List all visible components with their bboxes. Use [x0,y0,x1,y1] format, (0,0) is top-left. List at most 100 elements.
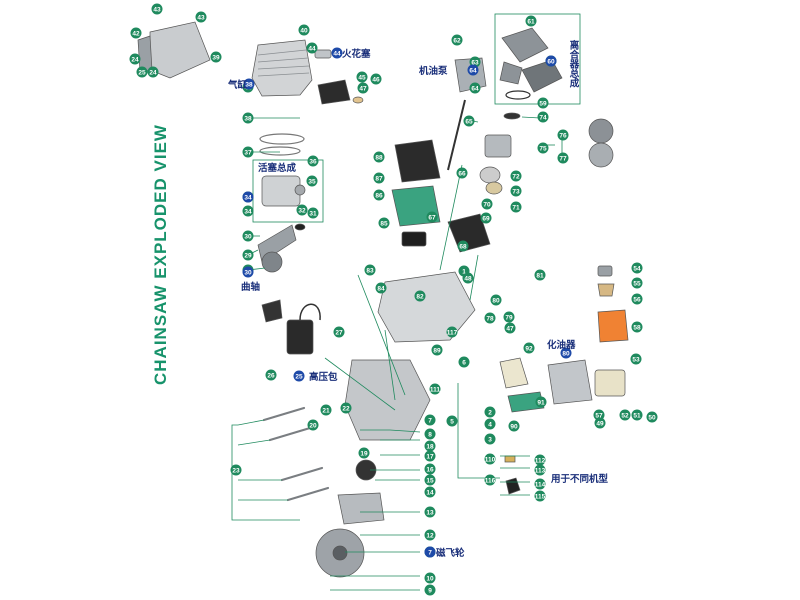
svg-text:5: 5 [450,418,454,425]
filter-base [594,369,626,397]
svg-text:24: 24 [149,69,157,76]
svg-text:115: 115 [535,493,546,500]
svg-text:85: 85 [380,220,388,227]
callout-52: 52 [619,409,631,421]
svg-text:74: 74 [539,114,547,121]
kill-switch [261,299,283,323]
svg-text:75: 75 [539,145,547,152]
callout-18: 18 [424,440,436,452]
piston-frame [252,159,324,223]
callout-16: 16 [424,463,436,475]
svg-text:30: 30 [244,233,252,240]
intake-manifold [499,357,529,389]
callout-39: 39 [210,51,222,63]
svg-text:36: 36 [309,158,317,165]
label-different-models: 用于不同机型 [550,473,609,485]
svg-text:83: 83 [366,267,374,274]
svg-text:20: 20 [309,422,317,429]
svg-text:25: 25 [138,69,146,76]
callout-67: 67 [426,211,438,223]
svg-text:62: 62 [453,37,461,44]
callout-25: 25 [136,66,148,78]
oil-hose [447,99,466,171]
callout-46: 46 [370,73,382,85]
rim-sprocket [588,118,614,144]
callout-87: 87 [373,172,385,184]
svg-text:80: 80 [492,297,500,304]
svg-text:73: 73 [512,188,520,195]
air-filter-plate [137,35,153,73]
svg-text:16: 16 [426,466,434,473]
crank-web [261,251,283,273]
bearing-55 [485,181,503,195]
callout-2: 2 [484,406,496,418]
svg-text:37: 37 [244,149,252,156]
callout-49: 49 [594,417,606,429]
air-filter-cover [149,21,211,79]
callout-42: 42 [130,27,142,39]
callout-114: 114 [534,478,546,490]
callout-44: 44 [306,42,318,54]
svg-text:71: 71 [512,204,520,211]
callout-89: 89 [431,344,443,356]
svg-text:113: 113 [535,467,546,474]
svg-text:88: 88 [375,154,383,161]
svg-text:18: 18 [426,443,434,450]
svg-text:44: 44 [308,45,316,52]
callout-15: 15 [424,474,436,486]
svg-text:38: 38 [245,81,253,88]
svg-text:72: 72 [512,173,520,180]
svg-text:42: 42 [132,30,140,37]
callout-81: 81 [534,269,546,281]
callout-112: 112 [534,454,546,466]
svg-text:46: 46 [372,76,380,83]
callout-91: 91 [535,396,547,408]
svg-text:43: 43 [197,14,205,21]
svg-text:44: 44 [333,50,341,57]
svg-text:15: 15 [426,477,434,484]
svg-text:67: 67 [428,214,436,221]
callout-61: 61 [525,15,537,27]
callout-17: 17 [424,450,436,462]
ref-callout-60: 60 [545,55,557,67]
svg-text:114: 114 [535,481,546,488]
svg-text:14: 14 [426,489,434,496]
svg-text:7: 7 [428,417,432,424]
callout-90: 90 [508,420,520,432]
callout-45: 45 [356,71,368,83]
callout-55: 55 [631,277,643,289]
callout-110: 110 [484,453,496,465]
carb-gasket-green [507,391,545,413]
callout-69: 69 [480,212,492,224]
svg-text:8: 8 [428,431,432,438]
svg-text:6: 6 [462,359,466,366]
svg-text:34: 34 [244,208,252,215]
callout-34: 34 [242,205,254,217]
callout-47: 47 [504,322,516,334]
air-filter-orange [597,309,629,343]
callout-85: 85 [378,217,390,229]
svg-text:34: 34 [244,194,252,201]
callout-54: 54 [631,262,643,274]
svg-text:24: 24 [131,56,139,63]
callout-70: 70 [481,198,493,210]
callout-19: 19 [358,447,370,459]
callout-73: 73 [510,185,522,197]
label-spark-plug: 火花塞 [342,48,371,60]
callout-92: 92 [523,342,535,354]
callout-27: 27 [333,326,345,338]
clutch-frame [494,13,581,105]
callout-4: 4 [484,418,496,430]
label-ignition-coil: 高压包 [309,371,338,383]
sprocket-56 [479,166,501,184]
parts-layer [137,21,629,578]
svg-text:59: 59 [539,100,547,107]
filter-cap [597,265,613,277]
svg-text:60: 60 [547,58,555,65]
callout-62: 62 [451,34,463,46]
svg-text:17: 17 [426,453,434,460]
svg-text:23: 23 [232,467,240,474]
callout-78: 78 [484,312,496,324]
callout-115: 115 [534,490,546,502]
svg-text:87: 87 [375,175,383,182]
